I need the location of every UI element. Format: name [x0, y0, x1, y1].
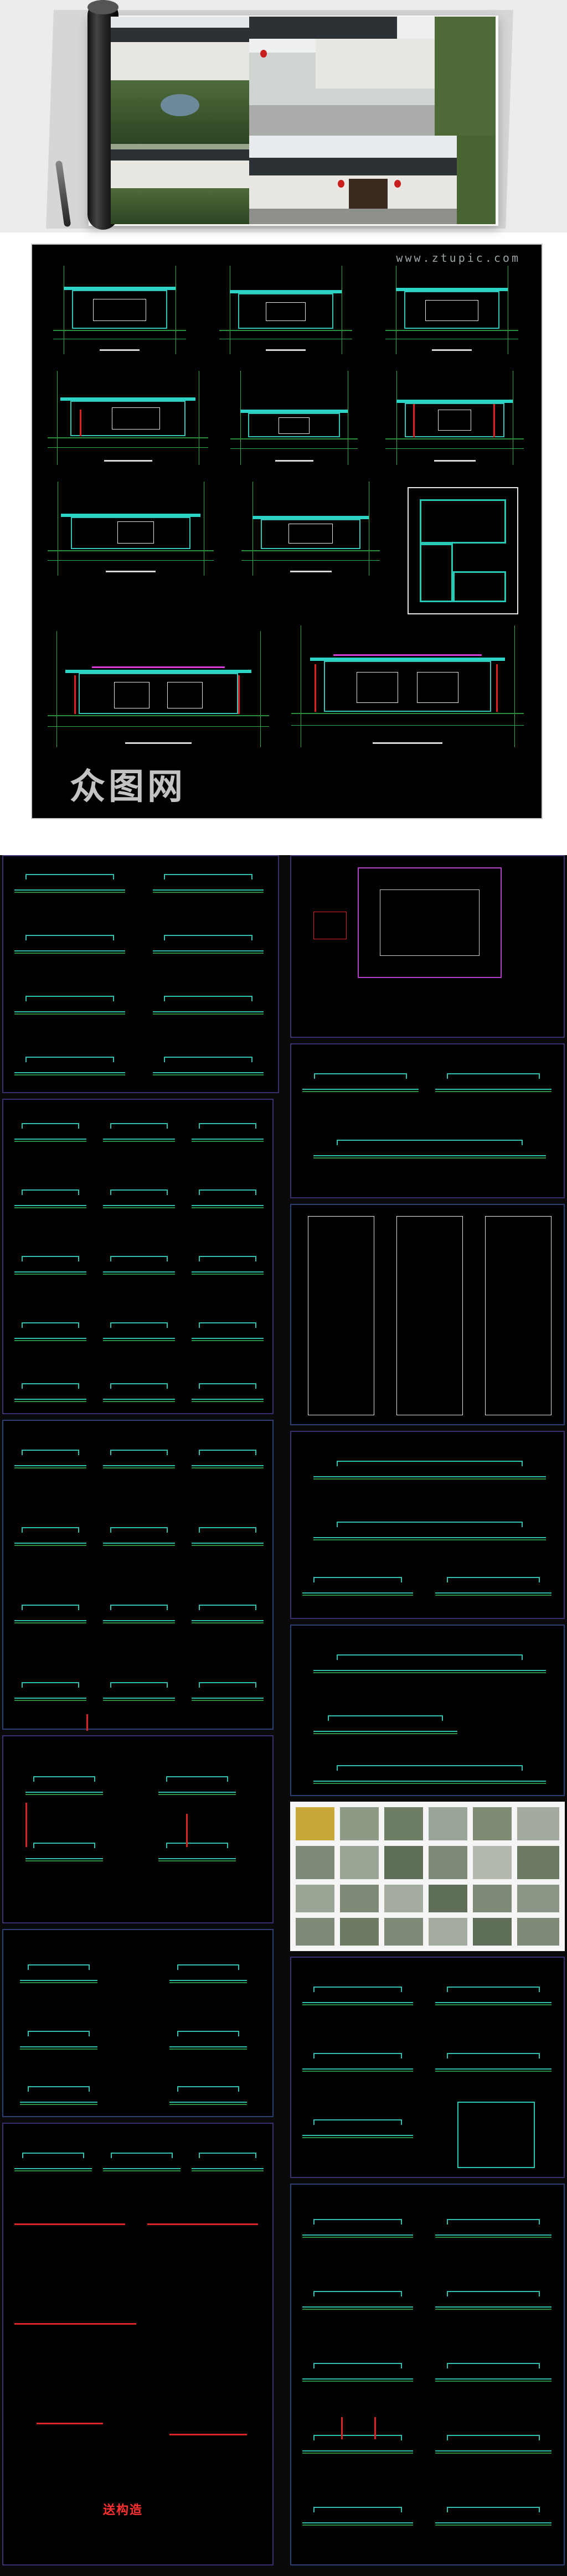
- photo-front-gate: [249, 136, 496, 224]
- elevation-drawing: [291, 625, 524, 747]
- lantern-icon: [338, 180, 344, 188]
- photo-entrance: [249, 17, 496, 136]
- drawing-panel: 送构造: [2, 2123, 274, 2565]
- elevation-drawing: [241, 482, 380, 576]
- drawing-panel: [2, 1929, 274, 2117]
- site-watermark: www.ztupic.com: [396, 251, 520, 265]
- cad-drawing-sheet: www.ztupic.com: [31, 244, 543, 819]
- elevation-drawing: [385, 266, 518, 354]
- lantern-icon: [260, 50, 267, 58]
- elevation-drawing: [48, 482, 214, 576]
- elevation-drawing: [53, 266, 186, 354]
- drawing-panel: [2, 855, 279, 1093]
- hero-showcase: [0, 0, 567, 232]
- floor-plan-drawing: [408, 487, 518, 614]
- sheet-border: [31, 244, 543, 819]
- elevation-drawing: [219, 266, 352, 354]
- photo-courtyard: [111, 17, 249, 144]
- drawing-collage: 送构造: [0, 855, 567, 2576]
- site-plan-panel: [290, 855, 565, 1038]
- gate-door: [349, 179, 388, 209]
- drawing-panel: [2, 1735, 274, 1923]
- logo-watermark: 众图网: [70, 767, 186, 808]
- reference-photo-grid: [290, 1802, 565, 1951]
- drawing-panel: [290, 1957, 565, 2178]
- elevation-drawing: [48, 631, 269, 747]
- drawing-panel: [290, 1431, 565, 1619]
- paper-roll-cap: [87, 0, 118, 14]
- drawing-panel: [290, 1043, 565, 1198]
- drawing-panel: [2, 1099, 274, 1414]
- drawing-panel: [290, 1625, 565, 1796]
- photo-garden: [111, 144, 249, 224]
- drawing-panel: [290, 1204, 565, 1425]
- lantern-icon: [394, 180, 401, 188]
- drawing-panel: [2, 1420, 274, 1731]
- elevation-drawing: [48, 371, 208, 465]
- drawing-panel: [290, 2184, 565, 2565]
- stamp-label: 送构造: [103, 2503, 143, 2517]
- elevation-drawing: [385, 371, 524, 465]
- elevation-drawing: [230, 371, 358, 465]
